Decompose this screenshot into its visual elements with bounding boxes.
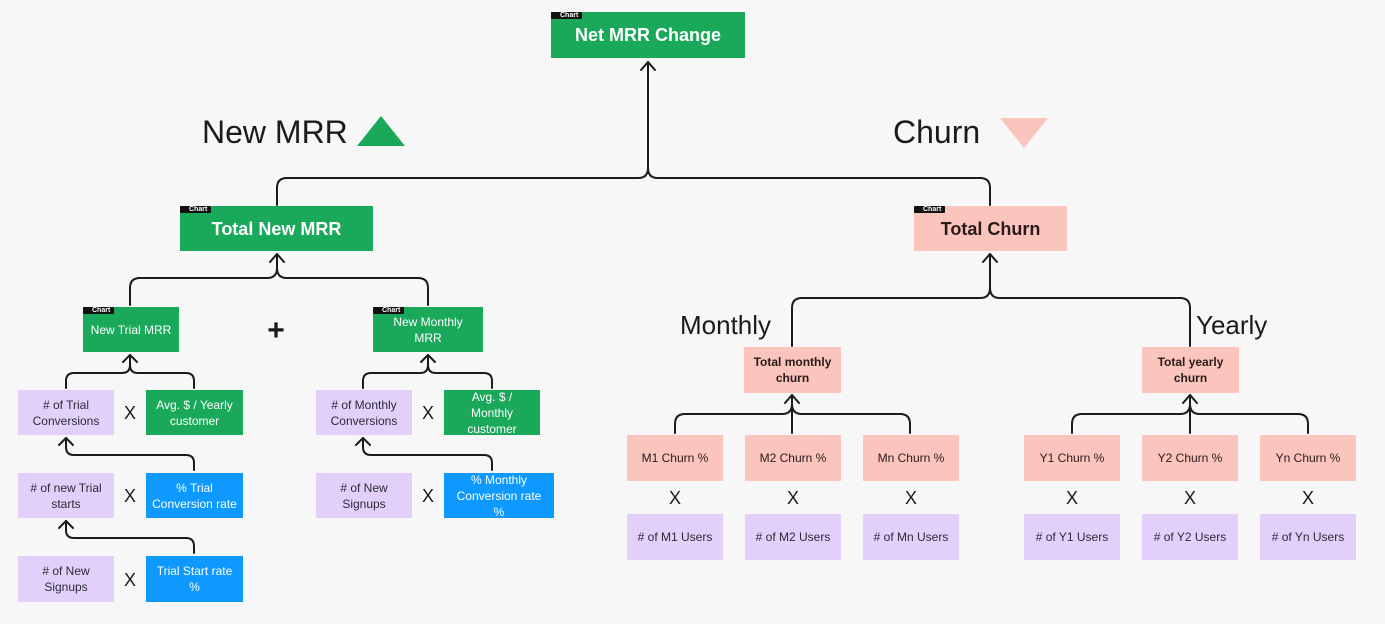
node-label: # of Mn Users <box>873 530 949 544</box>
connector-trial-starts <box>65 520 195 554</box>
node-label: # of New Signups <box>42 564 90 594</box>
node-new-trial-mrr[interactable]: New Trial MRR <box>83 307 179 352</box>
node-label: Net MRR Change <box>574 25 721 45</box>
node-trial-conversions[interactable]: # of Trial Conversions <box>18 390 114 435</box>
node-y2-users[interactable]: # of Y2 Users <box>1142 514 1238 560</box>
node-label: # of Yn Users <box>1271 530 1345 544</box>
times-operator: X <box>904 488 917 508</box>
node-new-signups-trial[interactable]: # of New Signups <box>18 556 114 602</box>
node-label: Total monthly churn <box>753 355 832 385</box>
node-trial-start-rate[interactable]: Trial Start rate % <box>146 556 243 602</box>
node-label: # of Y2 Users <box>1153 530 1227 544</box>
node-label: New Trial MRR <box>90 322 172 337</box>
node-label: Y1 Churn % <box>1039 451 1105 465</box>
node-label: % Monthly Conversion rate % <box>456 472 542 519</box>
node-label: Trial Start rate % <box>156 564 233 594</box>
node-avg-monthly-customer[interactable]: Avg. $ / Monthly customer <box>444 389 540 436</box>
connector-total-new-mrr <box>129 253 278 306</box>
plus-operator: + <box>267 314 285 347</box>
node-label: Yn Churn % <box>1275 451 1341 465</box>
times-operator: X <box>421 403 434 423</box>
node-label: Total Churn <box>940 218 1041 239</box>
times-operator: X <box>1301 488 1314 508</box>
chart-tag: Chart <box>914 206 946 213</box>
connector-trial-conversions <box>65 437 195 471</box>
node-label: # of M2 Users <box>755 530 831 544</box>
node-total-churn[interactable]: Total Churn <box>914 206 1067 251</box>
times-operator: X <box>668 488 681 508</box>
node-m2-users[interactable]: # of M2 Users <box>745 514 841 560</box>
node-label: Avg. $ / Monthly customer <box>467 389 517 436</box>
node-yn-churn[interactable]: Yn Churn % <box>1260 435 1356 481</box>
node-label: Mn Churn % <box>877 451 945 465</box>
node-label: % Trial Conversion rate <box>152 480 237 511</box>
node-mn-churn[interactable]: Mn Churn % <box>863 435 959 481</box>
connector-monthly-conversions <box>362 437 493 471</box>
times-operator: X <box>1183 488 1196 508</box>
node-label: # of Trial Conversions <box>32 397 100 428</box>
connector-total-yearly-churn <box>1071 394 1191 434</box>
node-m1-churn[interactable]: M1 Churn % <box>627 435 723 481</box>
node-monthly-conversion-rate[interactable]: % Monthly Conversion rate % <box>444 472 554 519</box>
node-trial-conversion-rate[interactable]: % Trial Conversion rate <box>146 473 243 518</box>
chart-tag: Chart <box>180 206 212 213</box>
node-y2-churn[interactable]: Y2 Churn % <box>1142 435 1238 481</box>
times-operator: X <box>1065 488 1078 508</box>
triangle-down-icon <box>1000 118 1048 148</box>
node-label: # of New Signups <box>340 480 388 511</box>
times-operator: X <box>421 486 434 506</box>
connector-total-monthly-churn <box>674 394 793 434</box>
node-label: Y2 Churn % <box>1157 451 1223 465</box>
connector-new-monthly-mrr <box>362 354 429 389</box>
times-operator: X <box>123 570 136 590</box>
chart-tag: Chart <box>373 307 405 314</box>
node-new-signups-monthly[interactable]: # of New Signups <box>316 473 412 518</box>
node-monthly-conversions[interactable]: # of Monthly Conversions <box>316 390 412 435</box>
node-label: M2 Churn % <box>759 451 827 465</box>
node-total-monthly-churn[interactable]: Total monthly churn <box>744 347 841 393</box>
node-label: M1 Churn % <box>641 451 709 465</box>
node-total-yearly-churn[interactable]: Total yearly churn <box>1142 347 1239 393</box>
triangle-up-icon <box>357 116 405 146</box>
times-operator: X <box>123 486 136 506</box>
node-m2-churn[interactable]: M2 Churn % <box>745 435 841 481</box>
heading-churn: Churn <box>893 114 981 150</box>
node-label: Total yearly churn <box>1157 355 1224 385</box>
heading-new-mrr: New MRR <box>202 114 348 150</box>
node-avg-yearly-customer[interactable]: Avg. $ / Yearly customer <box>146 390 243 435</box>
node-new-trial-starts[interactable]: # of new Trial starts <box>18 473 114 518</box>
node-label: # of Y1 Users <box>1035 530 1109 544</box>
node-yn-users[interactable]: # of Yn Users <box>1260 514 1356 560</box>
branch-label-monthly: Monthly <box>680 310 772 340</box>
node-net-mrr-change[interactable]: Net MRR Change <box>551 12 745 58</box>
chart-tag: Chart <box>551 12 583 19</box>
branch-label-yearly: Yearly <box>1196 310 1268 340</box>
node-label: Total New MRR <box>211 218 342 239</box>
node-label: # of M1 Users <box>637 530 713 544</box>
times-operator: X <box>123 403 136 423</box>
connector-total-churn <box>791 253 991 347</box>
node-total-new-mrr[interactable]: Total New MRR <box>180 206 373 251</box>
node-label: # of new Trial starts <box>30 480 102 511</box>
node-y1-churn[interactable]: Y1 Churn % <box>1024 435 1120 481</box>
chart-tag: Chart <box>83 307 115 314</box>
node-mn-users[interactable]: # of Mn Users <box>863 514 959 560</box>
node-label: New Monthly MRR <box>393 314 463 345</box>
node-new-monthly-mrr[interactable]: New Monthly MRR <box>373 307 483 352</box>
times-operator: X <box>786 488 799 508</box>
node-y1-users[interactable]: # of Y1 Users <box>1024 514 1120 560</box>
node-label: # of Monthly Conversions <box>330 397 398 428</box>
node-m1-users[interactable]: # of M1 Users <box>627 514 723 560</box>
connector-new-trial-mrr <box>65 354 131 389</box>
node-label: Avg. $ / Yearly customer <box>156 397 233 428</box>
